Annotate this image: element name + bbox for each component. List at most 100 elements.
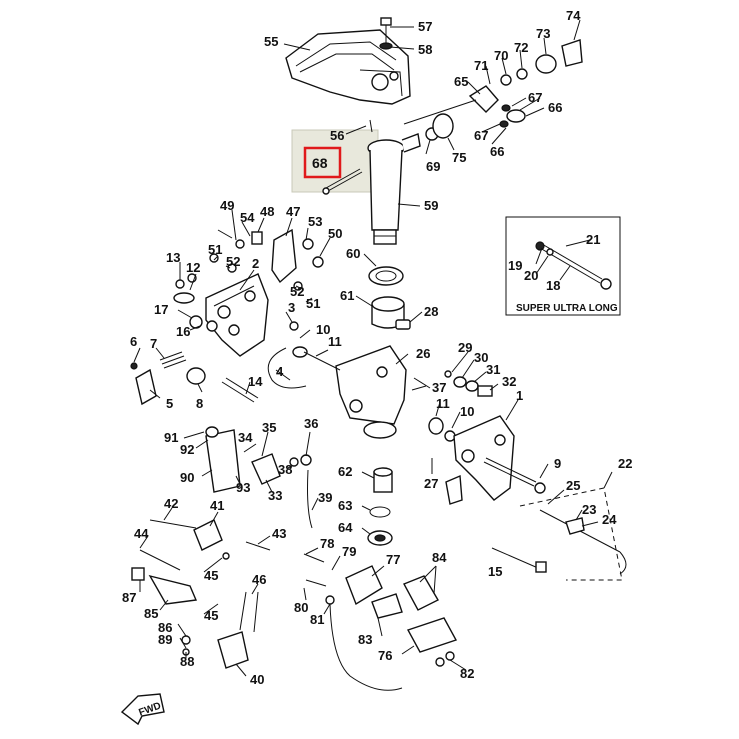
label-10b: 10 xyxy=(460,404,474,419)
label-88: 88 xyxy=(180,654,194,669)
label-31: 31 xyxy=(486,362,500,377)
label-35: 35 xyxy=(262,420,276,435)
label-44: 44 xyxy=(134,526,149,541)
fwd-direction-arrow: FWD xyxy=(120,693,165,726)
label-56: 56 xyxy=(330,128,344,143)
label-73: 73 xyxy=(536,26,550,41)
label-67a: 67 xyxy=(528,90,542,105)
label-34: 34 xyxy=(238,430,253,445)
steering-bracket-55 xyxy=(285,29,411,105)
label-36: 36 xyxy=(304,416,318,431)
bushings-62-64 xyxy=(367,467,393,546)
lower-center-parts xyxy=(303,553,458,691)
left-fasteners-12-17 xyxy=(173,279,218,332)
right-fasteners-29-32 xyxy=(413,370,493,442)
label-62: 62 xyxy=(338,464,352,479)
label-72: 72 xyxy=(514,40,528,55)
label-87: 87 xyxy=(122,590,136,605)
label-74: 74 xyxy=(566,8,581,23)
label-68[interactable]: 68 xyxy=(312,155,328,171)
highlight-area-68 xyxy=(291,129,379,193)
clamp-bracket-1 xyxy=(445,415,546,505)
label-26: 26 xyxy=(416,346,430,361)
label-42: 42 xyxy=(164,496,178,511)
label-47: 47 xyxy=(286,204,300,219)
label-82: 82 xyxy=(460,666,474,681)
label-69: 69 xyxy=(426,159,440,174)
label-51a: 51 xyxy=(208,242,222,257)
bolt-68-shape xyxy=(322,168,363,195)
label-19: 19 xyxy=(508,258,522,273)
label-11a: 11 xyxy=(328,334,342,349)
label-77: 77 xyxy=(386,552,400,567)
label-37: 37 xyxy=(432,380,446,395)
label-13: 13 xyxy=(166,250,180,265)
inset-super-ultra-long: SUPER ULTRA LONG xyxy=(505,216,621,316)
label-59: 59 xyxy=(424,198,438,213)
lower-left-parts xyxy=(131,519,271,669)
clamp-bracket-2 xyxy=(205,273,269,357)
label-3: 3 xyxy=(288,300,295,315)
label-46: 46 xyxy=(252,572,266,587)
label-43: 43 xyxy=(272,526,286,541)
label-21: 21 xyxy=(586,232,600,247)
label-45b: 45 xyxy=(204,608,218,623)
label-14: 14 xyxy=(248,374,263,389)
label-91: 91 xyxy=(164,430,178,445)
label-16: 16 xyxy=(176,324,190,339)
leader-lines xyxy=(133,19,613,677)
label-9: 9 xyxy=(554,456,561,471)
label-1: 1 xyxy=(516,388,523,403)
label-75: 75 xyxy=(452,150,466,165)
tilt-parts-5-8 xyxy=(130,351,259,406)
label-67b: 67 xyxy=(474,128,488,143)
label-38: 38 xyxy=(278,462,292,477)
label-12: 12 xyxy=(186,260,200,275)
label-84: 84 xyxy=(432,550,447,565)
label-25: 25 xyxy=(566,478,580,493)
bolt-57-shape xyxy=(379,17,393,50)
label-51b: 51 xyxy=(306,296,320,311)
label-61: 61 xyxy=(340,288,354,303)
upper-fasteners-47-54 xyxy=(187,228,324,358)
label-92: 92 xyxy=(180,442,194,457)
label-45a: 45 xyxy=(204,568,218,583)
label-57: 57 xyxy=(418,19,432,34)
label-41: 41 xyxy=(210,498,224,513)
label-71: 71 xyxy=(474,58,488,73)
label-66a: 66 xyxy=(548,100,562,115)
label-33: 33 xyxy=(268,488,282,503)
inset-title: SUPER ULTRA LONG xyxy=(516,303,618,314)
highlight-frame-68[interactable] xyxy=(303,146,342,179)
label-52a: 52 xyxy=(226,254,240,269)
label-55: 55 xyxy=(264,34,278,49)
label-90: 90 xyxy=(180,470,194,485)
label-39: 39 xyxy=(318,490,332,505)
label-58: 58 xyxy=(418,42,432,57)
label-60: 60 xyxy=(346,246,360,261)
label-85: 85 xyxy=(144,606,158,621)
label-15: 15 xyxy=(488,564,502,579)
bushings-60-61 xyxy=(368,266,411,330)
friction-parts-65-75 xyxy=(403,39,583,141)
label-48: 48 xyxy=(260,204,274,219)
label-83: 83 xyxy=(358,632,372,647)
label-54: 54 xyxy=(240,210,255,225)
swivel-bracket-26 xyxy=(303,345,407,439)
lever-parts-33-38 xyxy=(205,426,313,529)
label-93: 93 xyxy=(236,480,250,495)
label-80: 80 xyxy=(294,600,308,615)
label-52b: 52 xyxy=(290,284,304,299)
steering-shaft-59 xyxy=(367,133,421,245)
label-89: 89 xyxy=(158,632,172,647)
label-66b: 66 xyxy=(490,144,504,159)
label-76: 76 xyxy=(378,648,392,663)
label-23: 23 xyxy=(582,502,596,517)
cable-loop xyxy=(267,347,307,389)
label-17: 17 xyxy=(154,302,168,317)
label-4: 4 xyxy=(276,364,284,379)
label-20: 20 xyxy=(524,268,538,283)
label-49: 49 xyxy=(220,198,234,213)
label-86: 86 xyxy=(158,620,172,635)
label-50: 50 xyxy=(328,226,342,241)
